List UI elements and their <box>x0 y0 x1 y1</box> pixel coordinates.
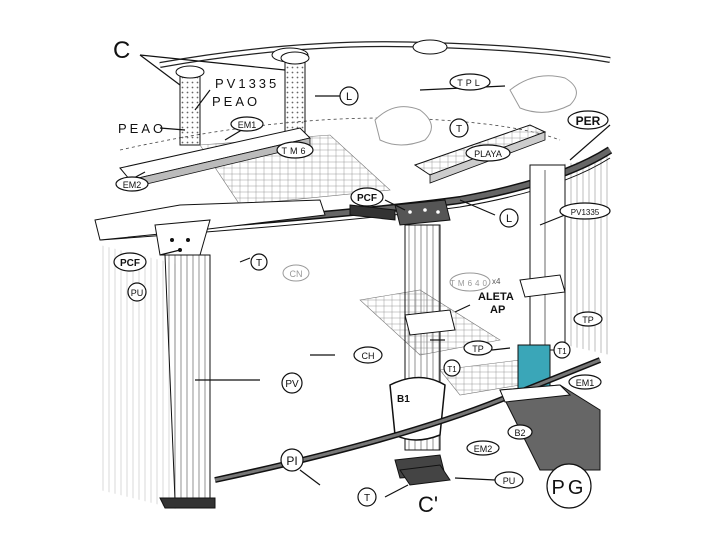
label-pv1335-right: PV1335 <box>571 208 600 217</box>
oval-em1-right <box>568 374 602 390</box>
label-aleta: ALETA <box>478 291 514 303</box>
top-caps <box>374 75 577 146</box>
oval-em2-bottom <box>466 440 500 456</box>
label-per: PER <box>576 114 601 128</box>
label-ap: AP <box>490 304 505 316</box>
label-tm640: TM640 <box>450 279 490 288</box>
label-l-mid: L <box>506 213 512 225</box>
label-c-top: C <box>113 37 130 64</box>
label-ch: CH <box>362 351 375 361</box>
oval-tp-right <box>573 311 603 327</box>
oval-pv1335-right <box>559 202 611 220</box>
label-em2-bottom: EM2 <box>474 444 493 454</box>
label-pu-left: PU <box>131 288 144 298</box>
label-c-bottom: C' <box>418 492 438 517</box>
circle-l-mid <box>499 208 519 228</box>
circle-pv <box>281 372 303 394</box>
circle-t-bottom <box>357 487 377 507</box>
label-pu-bottom: PU <box>503 476 516 486</box>
label-em1-top: EM1 <box>238 120 257 130</box>
label-peao-left: PEAO <box>118 121 166 136</box>
label-b1: B1 <box>397 394 410 405</box>
label-em2-left: EM2 <box>123 180 142 190</box>
oval-tp-mid <box>463 340 493 356</box>
ledge-left-front <box>94 199 326 256</box>
circle-t-left <box>250 253 268 271</box>
oval-tpl <box>449 73 491 91</box>
oval-em1-top <box>230 116 264 132</box>
label-pi: PI <box>286 454 297 468</box>
label-playa: PLAYA <box>474 149 502 159</box>
circle-pi <box>280 448 304 472</box>
top-rail-back <box>159 39 611 68</box>
circle-pu-left <box>127 282 147 302</box>
pu-base-bottom <box>399 464 451 486</box>
oval-cn <box>282 264 310 282</box>
pcf-plate-middle <box>394 199 451 226</box>
label-tp-right: TP <box>582 315 594 325</box>
oval-pu-bottom <box>494 471 524 489</box>
leader-lines <box>129 54 611 498</box>
label-l-top: L <box>346 91 352 103</box>
pg-ground-plate <box>499 384 601 471</box>
label-tp-mid: TP <box>472 344 484 354</box>
label-peao-top: PEAO <box>212 94 260 109</box>
label-pv1335-top: PV1335 <box>215 76 279 91</box>
oval-per <box>567 110 609 130</box>
label-t-left: T <box>256 258 262 269</box>
oval-ch <box>353 346 383 364</box>
label-t1-right: T1 <box>557 347 567 356</box>
label-cn: CN <box>290 269 303 279</box>
oval-tm6 <box>276 141 314 159</box>
oval-tm640 <box>449 272 491 292</box>
label-pcf-mid: PCF <box>357 193 377 204</box>
circle-l-top <box>339 86 359 106</box>
pcf-beam <box>349 204 396 221</box>
label-em1-right: EM1 <box>576 378 595 388</box>
circle-pg <box>546 463 592 509</box>
oval-em2-left <box>115 176 149 192</box>
bottom-rail <box>214 357 602 483</box>
pool-back-wall <box>100 150 610 510</box>
oval-pcf-left <box>113 252 147 272</box>
oval-pcf-mid <box>350 187 384 207</box>
oval-b2 <box>507 424 533 440</box>
tp-brackets <box>404 274 566 336</box>
circle-t1-right <box>553 341 571 359</box>
label-x4: x4 <box>492 277 501 286</box>
circle-t1-mid <box>443 359 461 377</box>
label-pv: PV <box>285 379 299 390</box>
circle-t-top <box>449 118 469 138</box>
label-t-bottom: T <box>364 493 370 504</box>
label-t-top: T <box>456 124 462 135</box>
oval-playa <box>465 144 511 162</box>
label-t1-mid: T1 <box>447 365 457 374</box>
label-tm6: TM6 <box>282 146 309 156</box>
label-tpl: TPL <box>457 78 483 88</box>
label-b2: B2 <box>514 428 525 438</box>
upright-pv-left <box>159 254 216 509</box>
label-pg: PG <box>552 477 587 499</box>
label-pcf-left: PCF <box>120 258 140 269</box>
upright-left-top <box>175 51 310 146</box>
